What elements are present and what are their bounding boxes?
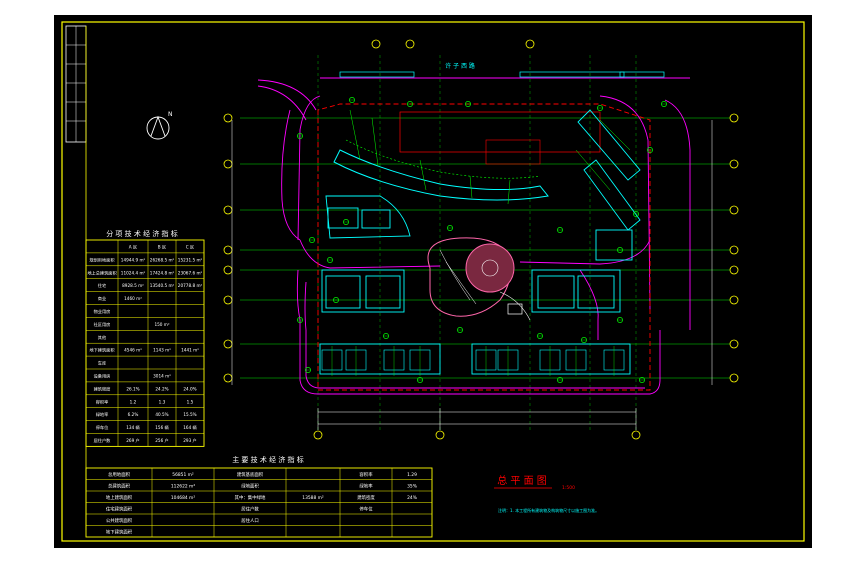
street-frontage xyxy=(339,71,665,78)
table-bottom-cell: 13588 m² xyxy=(302,495,324,501)
table-bottom-cell: 地上建筑面积 xyxy=(106,494,133,501)
table-bottom-cell: 104684 m² xyxy=(171,495,195,501)
table-left-cell: 15231.5 m² xyxy=(178,257,203,262)
table-bottom-cell: 居住人口 xyxy=(241,517,259,524)
table-left-cell: 3014 m² xyxy=(153,374,171,379)
north-arrow-icon: N xyxy=(146,111,173,140)
drawing-frame xyxy=(61,21,805,542)
table-left-cell: 13540.5 m² xyxy=(150,283,175,288)
table-main-indicators-title: 主 要 技 术 经 济 指 标 xyxy=(232,455,304,464)
table-left-cell: 6.2% xyxy=(128,412,139,417)
table-left-cell: 绿地率 xyxy=(96,411,109,418)
table-bottom-cell: 居住户数 xyxy=(241,506,259,513)
table-bottom-cell: 绿地率 xyxy=(359,483,373,490)
table-left-cell: 1460 m² xyxy=(124,296,142,301)
dimension-lines xyxy=(231,120,713,430)
table-left-cell: 社区用房 xyxy=(94,321,111,328)
table-bottom-cell: 总建筑面积 xyxy=(108,483,131,490)
table-left-cell: 物业用房 xyxy=(94,308,111,315)
table-left-cell: 17424.8 m² xyxy=(150,270,175,275)
table-left-cell: 150 m² xyxy=(154,322,169,327)
table-left-cell: 1.5 xyxy=(187,399,194,404)
table-left-cell: C 区 xyxy=(186,245,194,250)
table-sub-indicators-title: 分 项 技 术 经 济 指 标 xyxy=(106,229,178,238)
table-left-cell: 26268.5 m² xyxy=(150,257,175,262)
table-bottom-cell: 其中：集中绿地 xyxy=(235,494,266,501)
table-left-cell: 1.3 xyxy=(159,399,166,404)
svg-text:N: N xyxy=(168,111,173,118)
table-left-cell: 23067.6 m² xyxy=(178,270,203,275)
table-left-cell: 24.0% xyxy=(183,386,196,391)
table-left-cell: 11024.4 m² xyxy=(121,270,146,275)
sheet-background xyxy=(54,15,812,548)
table-left-cell: 车库 xyxy=(98,360,106,367)
table-bottom-cell: 总用地面积 xyxy=(108,471,131,478)
table-left-cell: A 区 xyxy=(129,245,137,250)
table-left-cell: 4546 m² xyxy=(124,348,142,353)
table-bottom-cell: 35% xyxy=(407,484,417,490)
street-name-label: 许 子 西 路 xyxy=(445,62,475,70)
table-bottom-cell: 绿地面积 xyxy=(241,483,259,490)
drawing-scale: 1:500 xyxy=(562,485,575,491)
table-left-cell: 256 户 xyxy=(155,437,169,444)
table-left-cell: 商业 xyxy=(98,295,106,302)
table-left-cell: 地下建筑面积 xyxy=(89,347,114,354)
mid-row-buildings xyxy=(321,229,633,313)
table-bottom-cell: 建筑密度 xyxy=(357,494,375,501)
table-left-cell: 156 辆 xyxy=(155,424,169,431)
table-bottom-cell: 停车位 xyxy=(359,506,373,513)
table-left-cell: 住宅 xyxy=(98,282,106,288)
south-row-buildings xyxy=(319,343,631,376)
west-buildings xyxy=(325,195,411,239)
table-bottom-cell: 容积率 xyxy=(359,471,373,478)
table-left-cell: 24.2% xyxy=(155,386,168,391)
site-plan: 许 子 西 路 xyxy=(223,39,739,440)
table-left-cell: 地上总建筑面积 xyxy=(87,269,116,276)
drawing-title: 总 平 面 图 xyxy=(497,474,547,487)
table-bottom-cell: 住宅建筑面积 xyxy=(106,506,133,513)
table-left-cell: 1441 m² xyxy=(181,348,199,353)
table-bottom-cell: 24% xyxy=(407,495,417,501)
table-left-cell: 164 辆 xyxy=(183,424,197,431)
table-left-cell: 293 户 xyxy=(183,437,197,444)
table-left-cell: 1.2 xyxy=(130,399,137,404)
north-curved-buildings xyxy=(333,109,601,205)
table-bottom-cell: 建筑基底面积 xyxy=(237,471,264,478)
table-left-cell: 134 辆 xyxy=(126,424,140,431)
table-left-cell: 规划用地面积 xyxy=(89,256,114,263)
site-boundary xyxy=(317,103,651,391)
table-left-cell: 建筑密度 xyxy=(94,385,112,392)
table-bottom-cell: 56851 m² xyxy=(172,472,194,478)
table-left-cell: 居住户数 xyxy=(94,437,112,444)
table-left-cell: 设备用房 xyxy=(94,373,111,380)
roads xyxy=(257,77,691,395)
table-bottom-cell: 公共建筑面积 xyxy=(106,517,133,524)
drawing-note: 注明：1. 本工程所有建筑物及构筑物尺寸以施工图为准。 xyxy=(498,507,599,513)
table-bottom-cell: 地下建筑面积 xyxy=(106,529,133,536)
central-plaza xyxy=(427,237,531,321)
table-left-cell: 8928.5 m² xyxy=(122,283,144,288)
table-left-cell: 269 户 xyxy=(126,437,140,444)
table-left-cell: 容积率 xyxy=(96,398,109,405)
table-left-cell: 40.5% xyxy=(155,412,168,417)
table-left-cell: 14944.9 m² xyxy=(121,257,146,262)
table-bottom-cell: 112622 m² xyxy=(171,484,195,490)
table-left-cell: 20778.8 m² xyxy=(178,283,203,288)
table-left-cell: 15.5% xyxy=(183,412,196,417)
table-left-cell: 其他 xyxy=(98,334,107,341)
table-left-cell: 停车位 xyxy=(96,424,109,431)
table-left-cell: 26.1% xyxy=(126,386,139,391)
landscape-trees xyxy=(297,97,667,383)
table-main-indicators: 总用地面积 56851 m² 建筑基底面积 容积率 1.29 总建筑面积 112622 m²… xyxy=(85,467,433,538)
table-left-cell: B 区 xyxy=(158,245,166,250)
table-bottom-cell: 1.29 xyxy=(407,472,417,478)
table-left-cell: 1143 m² xyxy=(153,348,171,353)
